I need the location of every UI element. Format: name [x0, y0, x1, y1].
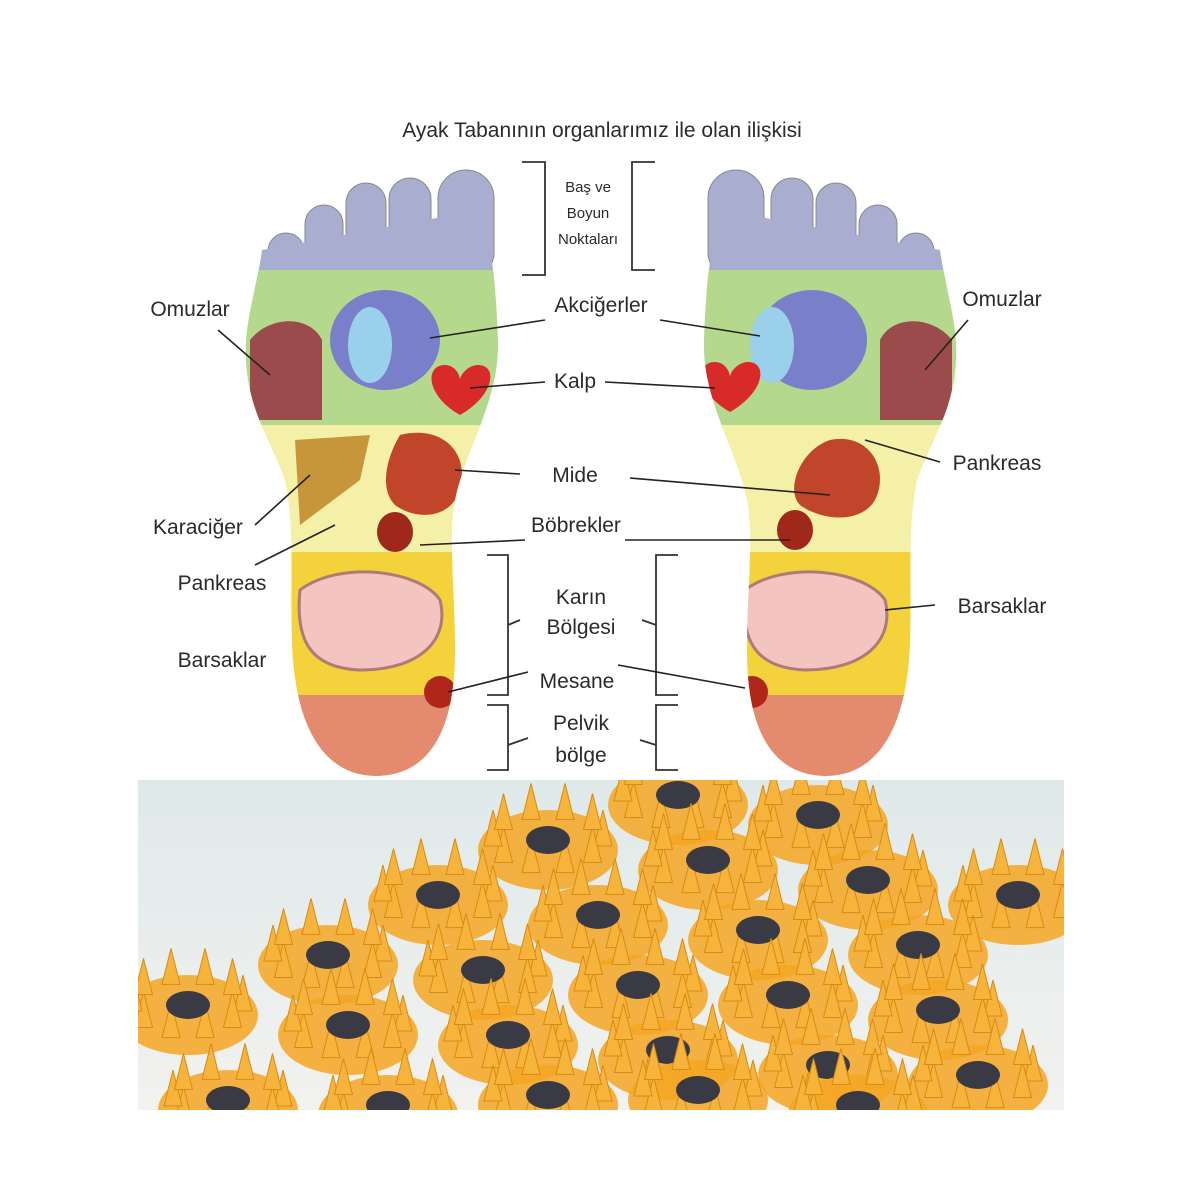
right-bladder-organ [736, 676, 768, 708]
mat-spike-rosette [413, 913, 553, 1020]
left-kidney-organ [377, 512, 413, 552]
label-bas-ve-boyun-2: Boyun [567, 205, 610, 222]
label-pankreas-right: Pankreas [953, 452, 1042, 475]
mat-spike-rosette [608, 780, 748, 845]
label-bobrekler: Böbrekler [531, 514, 621, 537]
left-bladder-organ [424, 676, 456, 708]
mat-spike-rosette [368, 838, 508, 945]
left-intestines-organ [297, 570, 444, 672]
brackets [487, 161, 678, 771]
diagram-title: Ayak Tabanının organlarımız ile olan ili… [402, 119, 802, 142]
label-karin-1: Karın [556, 586, 606, 609]
label-bas-ve-boyun-1: Baş ve [565, 179, 611, 196]
left-heart-organ [431, 365, 491, 415]
mat-spike-rosette [948, 838, 1064, 945]
left-foot [245, 169, 499, 776]
right-kidney-organ [777, 510, 813, 550]
label-kalp: Kalp [554, 370, 596, 393]
foot-reflexology-diagram: Ayak Tabanının organlarımız ile olan ili… [150, 119, 1047, 776]
right-foot [703, 169, 957, 776]
mat-spike-rosette [158, 1043, 298, 1110]
mat-spike-rosette [788, 1048, 928, 1110]
mat-spike-rosette [868, 953, 1008, 1060]
mat-spike-rosette [638, 803, 778, 910]
label-pankreas-left: Pankreas [178, 572, 267, 595]
mat-spike-rosette [478, 1038, 618, 1110]
left-shoulder-organ [250, 321, 322, 420]
left-stomach-organ [385, 432, 462, 515]
right-heart-organ [703, 362, 761, 412]
mat-spike-rosette [568, 928, 708, 1035]
mat-spike-rosette [628, 1033, 768, 1110]
mat-spike-rosette [718, 938, 858, 1045]
mat-spike-rosette [278, 968, 418, 1075]
label-pelvik-2: bölge [555, 744, 606, 767]
label-mesane: Mesane [540, 670, 615, 693]
right-stomach-organ [794, 438, 880, 518]
right-shoulder-organ [880, 321, 952, 420]
label-barsaklar-right: Barsaklar [958, 595, 1047, 618]
label-omuzlar-left: Omuzlar [150, 298, 229, 321]
label-bas-ve-boyun-3: Noktaları [558, 231, 618, 248]
right-intestines-organ [742, 570, 889, 672]
mat-spike-rosette [688, 873, 828, 980]
label-pelvik-1: Pelvik [553, 712, 610, 735]
leader-lines [217, 319, 969, 693]
mat-spike-rosette [318, 1048, 458, 1110]
label-mide: Mide [552, 464, 598, 487]
label-akcigerler: Akciğerler [554, 294, 647, 317]
acupressure-mat-photo [138, 780, 1064, 1110]
mat-spike-rosette [138, 948, 258, 1055]
label-karaciger: Karaciğer [153, 516, 243, 539]
label-karin-2: Bölgesi [547, 616, 616, 639]
mat-spikes [138, 780, 1064, 1110]
mat-spike-rosette [908, 1018, 1048, 1110]
label-barsaklar-left: Barsaklar [178, 649, 267, 672]
label-omuzlar-right: Omuzlar [962, 288, 1041, 311]
left-liver-organ [295, 435, 370, 525]
